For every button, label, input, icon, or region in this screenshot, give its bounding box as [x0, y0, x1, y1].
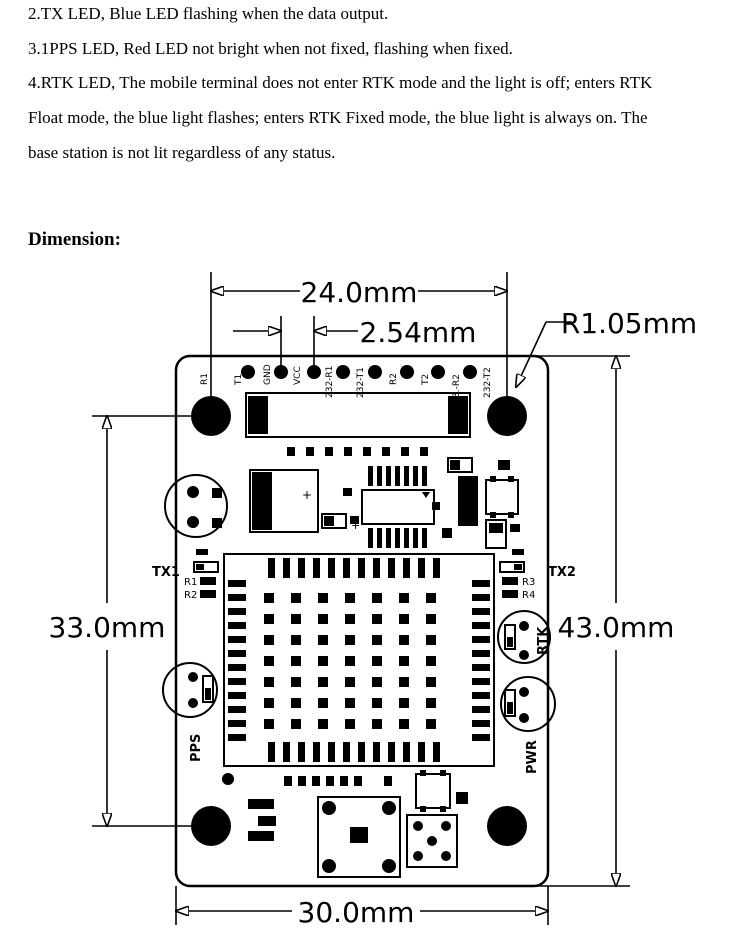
pin-label: 232-T2 [483, 367, 493, 398]
pin-label: 232-T1 [356, 367, 366, 398]
section-heading: Dimension: [28, 229, 121, 250]
resistor-r1-label: R1 [184, 577, 197, 588]
bottom-components [222, 770, 468, 878]
text-line-2: 3.1PPS LED, Red LED not bright when not … [28, 39, 513, 58]
mounting-hole [191, 396, 231, 436]
resistor-r2-label: R2 [184, 590, 197, 601]
tx2-led-pads [499, 549, 525, 598]
tx2-label: TX2 [548, 565, 576, 580]
pps-label: PPS [189, 734, 204, 762]
right-components [432, 457, 520, 549]
gnss-module [223, 553, 495, 767]
tx1-led-pads [193, 549, 219, 598]
rtk-led-circle [497, 610, 551, 664]
left-upper-circle [164, 474, 228, 538]
dim-hole-spacing-label: 33.0mm [49, 611, 166, 644]
text-line-5: base station is not lit regardless of an… [28, 143, 336, 162]
pin-label: 3.-R2 [452, 374, 462, 398]
pwr-label: PWR [525, 740, 540, 774]
capacitor: + [249, 469, 319, 533]
dim-bottom-width-label: 30.0mm [298, 896, 415, 929]
pin-label: 232-R1 [325, 366, 335, 398]
header-pins [241, 365, 477, 379]
mounting-hole [487, 396, 527, 436]
svg-text:+: + [351, 519, 360, 532]
resistor-r4-label: R4 [522, 590, 535, 601]
dim-pitch-label: 2.54mm [360, 316, 477, 349]
tx1-label: TX1 [152, 565, 180, 580]
connector [245, 392, 471, 438]
board-outline [174, 354, 550, 888]
rtk-label: RTK [536, 626, 551, 655]
pps-led-circle [162, 662, 218, 718]
pin-label: R1 [200, 373, 210, 385]
mounting-holes [191, 396, 527, 846]
pin-label: T1 [234, 374, 244, 386]
small-components: + [321, 488, 360, 532]
svg-text:+: + [302, 488, 312, 502]
pin-label: GND [263, 364, 273, 385]
pin-label: VCC [293, 366, 303, 385]
text-line-3: 4.RTK LED, The mobile terminal does not … [28, 73, 653, 92]
pad-row [287, 447, 428, 456]
pwr-led-circle [500, 676, 556, 732]
text-line-1: 2.TX LED, Blue LED flashing when the dat… [28, 4, 389, 23]
ic-chip [361, 466, 435, 548]
mounting-hole [191, 806, 231, 846]
dim-radius-label: R1.05mm [561, 307, 697, 340]
pin-label: T2 [421, 374, 431, 386]
dimension-lines [107, 291, 616, 911]
text-line-4: Float mode, the blue light flashes; ente… [28, 108, 648, 127]
dim-height-label: 43.0mm [558, 611, 675, 644]
resistor-r3-label: R3 [522, 577, 535, 588]
mounting-hole [487, 806, 527, 846]
pin-label: R2 [389, 373, 399, 385]
dim-width-label: 24.0mm [301, 276, 418, 309]
